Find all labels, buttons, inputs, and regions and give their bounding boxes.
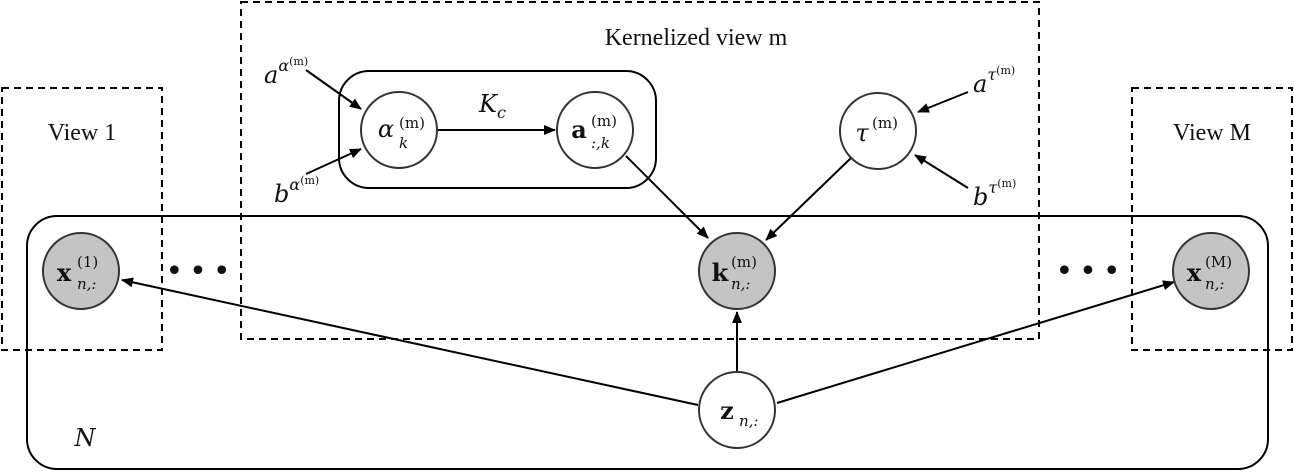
xm-node-label: x [1187, 258, 1202, 287]
k-node-sub: n,: [731, 275, 750, 293]
edge-a-tau-to-tau [917, 91, 969, 113]
tau-node [839, 92, 917, 170]
data-plate-n [26, 215, 1269, 470]
x1-node-sup: (1) [77, 253, 98, 271]
kc-plate [338, 70, 657, 189]
data-plate-n-label: N [74, 424, 97, 452]
kernelized-view-label: Kernelized view m [605, 25, 788, 51]
a-tau-hyper: aτ(m) [973, 64, 1015, 98]
view-m-plate [1131, 87, 1293, 351]
edge-z-to-x1 [121, 277, 699, 406]
view-m-label: View M [1173, 120, 1251, 146]
k-node [698, 232, 776, 310]
edge-a-alpha-to-alpha [305, 69, 362, 110]
b-alpha-hyper: bα(m) [274, 174, 319, 208]
xm-node-sub: n,: [1205, 275, 1224, 293]
z-node-label: z [720, 396, 734, 425]
edge-z-to-xm [776, 280, 1175, 404]
xm-node-sup: (M) [1205, 253, 1232, 271]
x1-node-sub: n,: [77, 275, 96, 293]
ellipsis-right: ••• [1055, 254, 1126, 289]
kernelized-view-plate [240, 1, 1040, 340]
x1-node-label: x [57, 258, 72, 287]
b-tau-hyper: bτ(m) [973, 177, 1016, 211]
a-node-label: a [571, 115, 587, 144]
edge-tau-to-k [765, 157, 852, 241]
alpha-node-label: α [378, 115, 394, 143]
z-node [698, 371, 776, 449]
view-1-label: View 1 [48, 120, 117, 146]
k-node-label: k [712, 258, 730, 287]
a-node-sup: (m) [591, 112, 617, 130]
a-alpha-hyper: aα(m) [264, 55, 308, 89]
ellipsis-left: ••• [165, 254, 236, 289]
a-node-sub: :,k [591, 134, 610, 152]
alpha-node [360, 91, 438, 169]
alpha-node-sup: (m) [399, 114, 425, 132]
edge-b-tau-to-tau [914, 154, 969, 189]
alpha-node-sub: k [399, 134, 408, 152]
tau-node-sup: (m) [872, 114, 898, 132]
z-node-sub: n,: [739, 412, 758, 430]
a-node [556, 91, 634, 169]
edge-a-to-k [625, 155, 709, 239]
edge-b-alpha-to-alpha [305, 148, 362, 175]
k-node-sup: (m) [731, 253, 757, 271]
tau-node-label: τ [855, 119, 869, 147]
view-1-plate [1, 87, 163, 351]
xm-node [1172, 232, 1250, 310]
x1-node [42, 232, 120, 310]
kc-plate-label: Kc [478, 90, 506, 122]
